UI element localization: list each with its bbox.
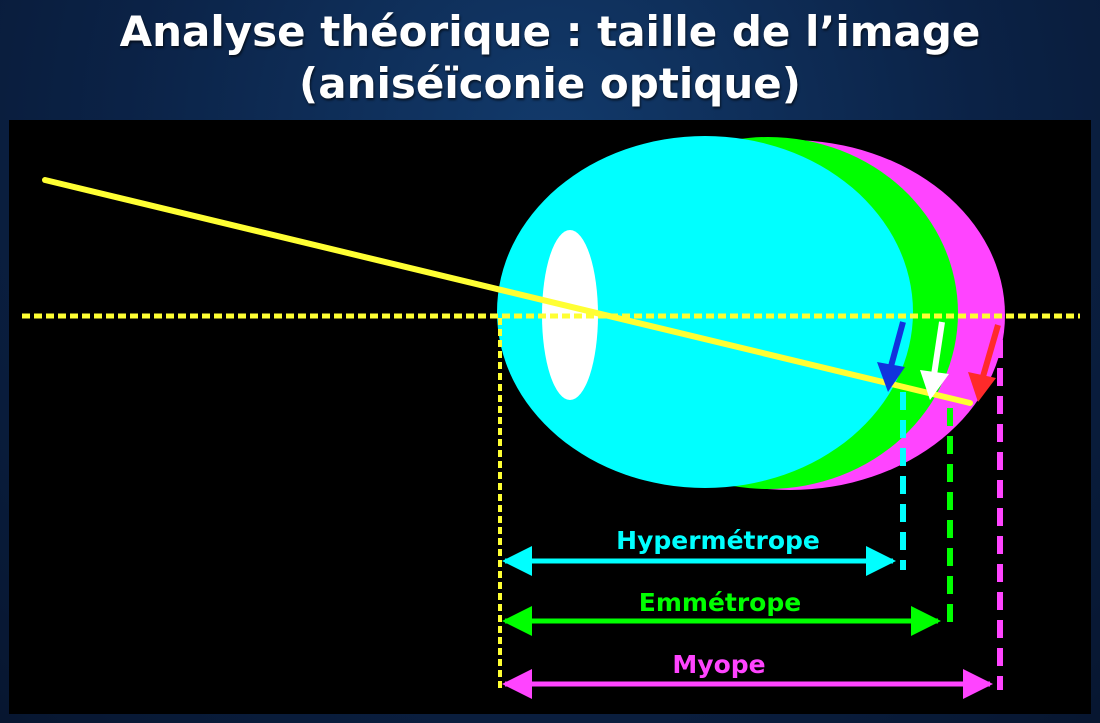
incident-ray [42,177,973,406]
title-line-2: (aniséïconie optique) [299,59,801,108]
title-line-1: Analyse théorique : taille de l’image [119,7,981,56]
eye-hypermetrope-shape [497,136,913,488]
slide-title: Analyse théorique : taille de l’image (a… [0,6,1100,110]
label-emmetrope: Emmétrope [639,588,801,617]
image-arrow-myope [968,324,1001,402]
label-myope: Myope [672,650,765,679]
image-arrow-emmetrope [920,321,949,400]
label-hypermetrope: Hypermétrope [616,526,820,555]
image-arrow-hypermetrope [877,321,906,392]
